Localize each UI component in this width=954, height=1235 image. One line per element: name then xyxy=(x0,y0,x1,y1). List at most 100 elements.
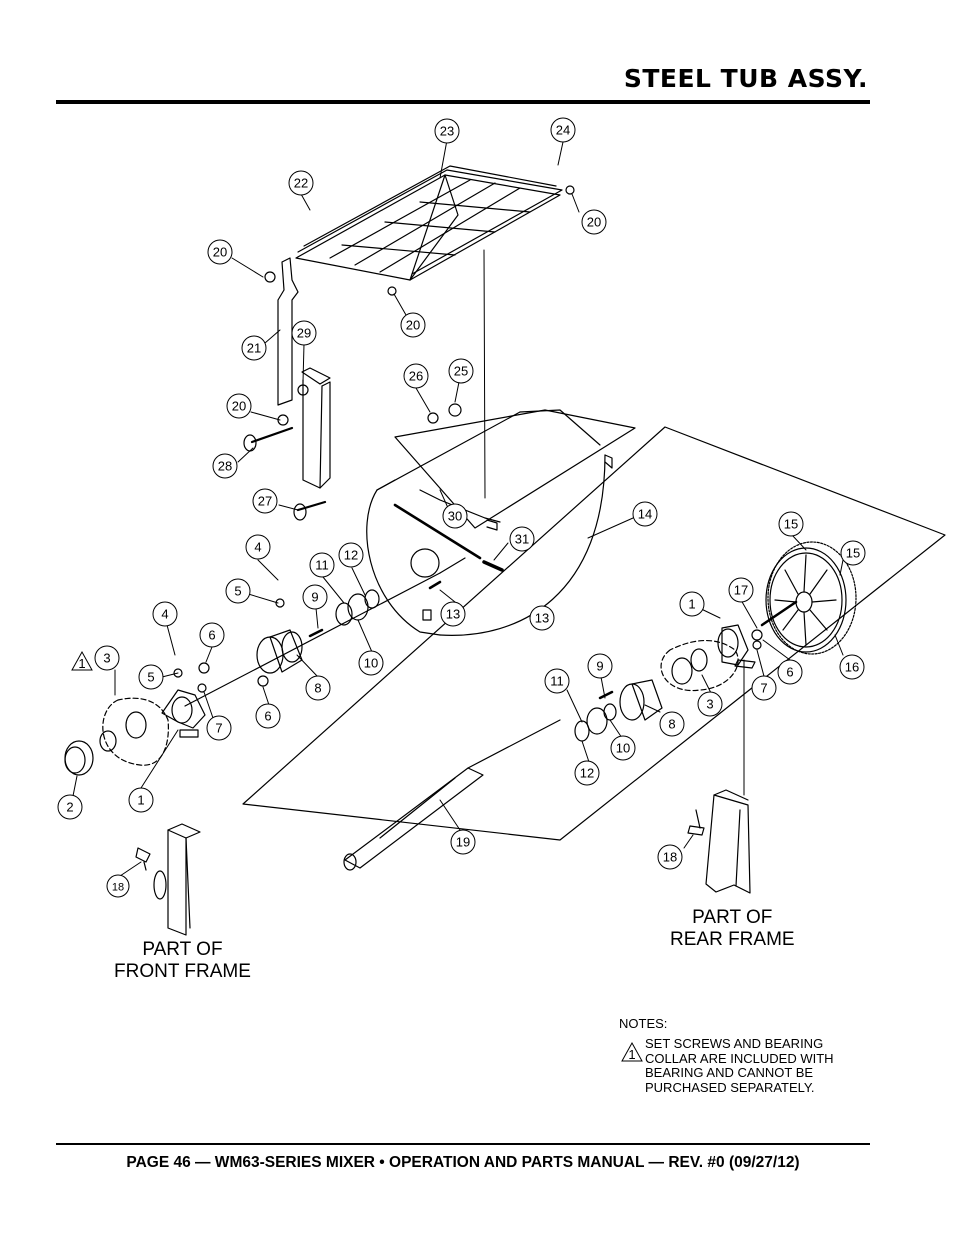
callout-24: 24 xyxy=(550,117,576,143)
callout-15: 15 xyxy=(778,511,804,537)
callout-circle xyxy=(338,542,364,568)
callout-number: 12 xyxy=(344,548,358,563)
drum-shaft xyxy=(343,719,561,871)
callout-number: 9 xyxy=(311,590,318,605)
callout-circle xyxy=(610,735,636,761)
rear-frame-label-line1: PART OF xyxy=(692,907,773,928)
callout-number: 31 xyxy=(515,532,529,547)
callout-number: 4 xyxy=(161,607,168,622)
callout-circle xyxy=(777,659,803,685)
callout-2: 2 xyxy=(57,794,83,820)
callout-27: 27 xyxy=(252,488,278,514)
callout-circle xyxy=(252,488,278,514)
callout-number: 13 xyxy=(535,611,549,626)
callout-circle xyxy=(450,829,476,855)
callout-8: 8 xyxy=(305,675,331,701)
note-warning-icon: 1 xyxy=(621,1041,643,1062)
callout-number: 8 xyxy=(668,717,675,732)
callout-number: 1 xyxy=(137,793,144,808)
callout-13: 13 xyxy=(440,601,466,627)
callout-circle xyxy=(309,552,335,578)
callout-20: 20 xyxy=(400,312,426,338)
callout-number: 15 xyxy=(784,517,798,532)
callout-number: 16 xyxy=(845,660,859,675)
callout-number: 11 xyxy=(550,674,564,689)
callout-number: 7 xyxy=(760,681,767,696)
callout-circle xyxy=(751,675,777,701)
callout-circle xyxy=(358,650,384,676)
rear-flange-bearing xyxy=(619,679,663,721)
callout-number: 3 xyxy=(103,651,110,666)
callout-circle xyxy=(679,591,705,617)
callout-circle xyxy=(57,794,83,820)
warning-note-icon: 1 xyxy=(71,650,93,671)
callout-number: 25 xyxy=(454,364,468,379)
callout-number: 9 xyxy=(596,659,603,674)
callout-circle xyxy=(400,312,426,338)
callout-circle xyxy=(152,601,178,627)
front-frame-leg xyxy=(135,823,201,936)
callout-10: 10 xyxy=(358,650,384,676)
callout-20: 20 xyxy=(581,209,607,235)
callout-30: 30 xyxy=(442,503,468,529)
callout-circle xyxy=(94,645,120,671)
callout-14: 14 xyxy=(632,501,658,527)
callout-circle xyxy=(778,511,804,537)
page-footer: PAGE 46 — WM63-SERIES MIXER • OPERATION … xyxy=(126,1154,800,1171)
callout-11: 11 xyxy=(544,668,570,694)
callout-1: 1 xyxy=(679,591,705,617)
callout-circle xyxy=(255,703,281,729)
callout-number: 11 xyxy=(315,558,329,573)
front-frame-label: PART OF FRONT FRAME xyxy=(114,939,251,983)
callout-number: 20 xyxy=(406,318,420,333)
callout-31: 31 xyxy=(509,526,535,552)
callout-number: 5 xyxy=(147,670,154,685)
callout-number: 5 xyxy=(234,584,241,599)
callout-circle xyxy=(448,358,474,384)
callout-number: 6 xyxy=(208,628,215,643)
callout-6: 6 xyxy=(199,622,225,648)
callout-7: 7 xyxy=(206,715,232,741)
tub-cover-grille xyxy=(295,165,563,281)
rear-frame-label: PART OF REAR FRAME xyxy=(670,907,795,951)
callout-number: 2 xyxy=(66,800,73,815)
callout-number: 29 xyxy=(297,326,311,341)
callout-3: 3 xyxy=(697,691,723,717)
front-pillow-block xyxy=(64,689,206,776)
callout-circle xyxy=(212,453,238,479)
callout-19: 19 xyxy=(450,829,476,855)
callout-circle xyxy=(106,874,130,898)
callout-circle xyxy=(226,393,252,419)
callout-11: 11 xyxy=(309,552,335,578)
callout-17: 17 xyxy=(728,577,754,603)
footer-rule xyxy=(56,1143,870,1145)
callout-18: 18 xyxy=(106,874,130,898)
callout-23: 23 xyxy=(434,118,460,144)
rear-frame-label-line2: REAR FRAME xyxy=(670,929,795,950)
callout-number: 6 xyxy=(264,709,271,724)
callout-number: 27 xyxy=(258,494,272,509)
front-axle-line xyxy=(184,572,441,707)
callout-5: 5 xyxy=(138,664,164,690)
callout-12: 12 xyxy=(338,542,364,568)
callout-number: 20 xyxy=(587,215,601,230)
rear-pillow-block xyxy=(660,624,756,692)
callout-circle xyxy=(305,675,331,701)
note-symbol-label: 1 xyxy=(628,1047,635,1062)
callout-number: 20 xyxy=(232,399,246,414)
callout-3: 3 xyxy=(94,645,120,671)
callout-circle xyxy=(529,605,555,631)
callout-6: 6 xyxy=(777,659,803,685)
callout-8: 8 xyxy=(659,711,685,737)
tub-body xyxy=(366,409,636,636)
callout-number: 30 xyxy=(448,509,462,524)
callout-circle xyxy=(581,209,607,235)
callout-18: 18 xyxy=(657,844,683,870)
front-frame-label-line1: PART OF xyxy=(142,939,223,960)
callout-circle xyxy=(442,503,468,529)
callout-circle xyxy=(728,577,754,603)
callout-circle xyxy=(138,664,164,690)
notes-title: NOTES: xyxy=(619,1016,668,1031)
callout-circle xyxy=(840,540,866,566)
callout-circle xyxy=(206,715,232,741)
